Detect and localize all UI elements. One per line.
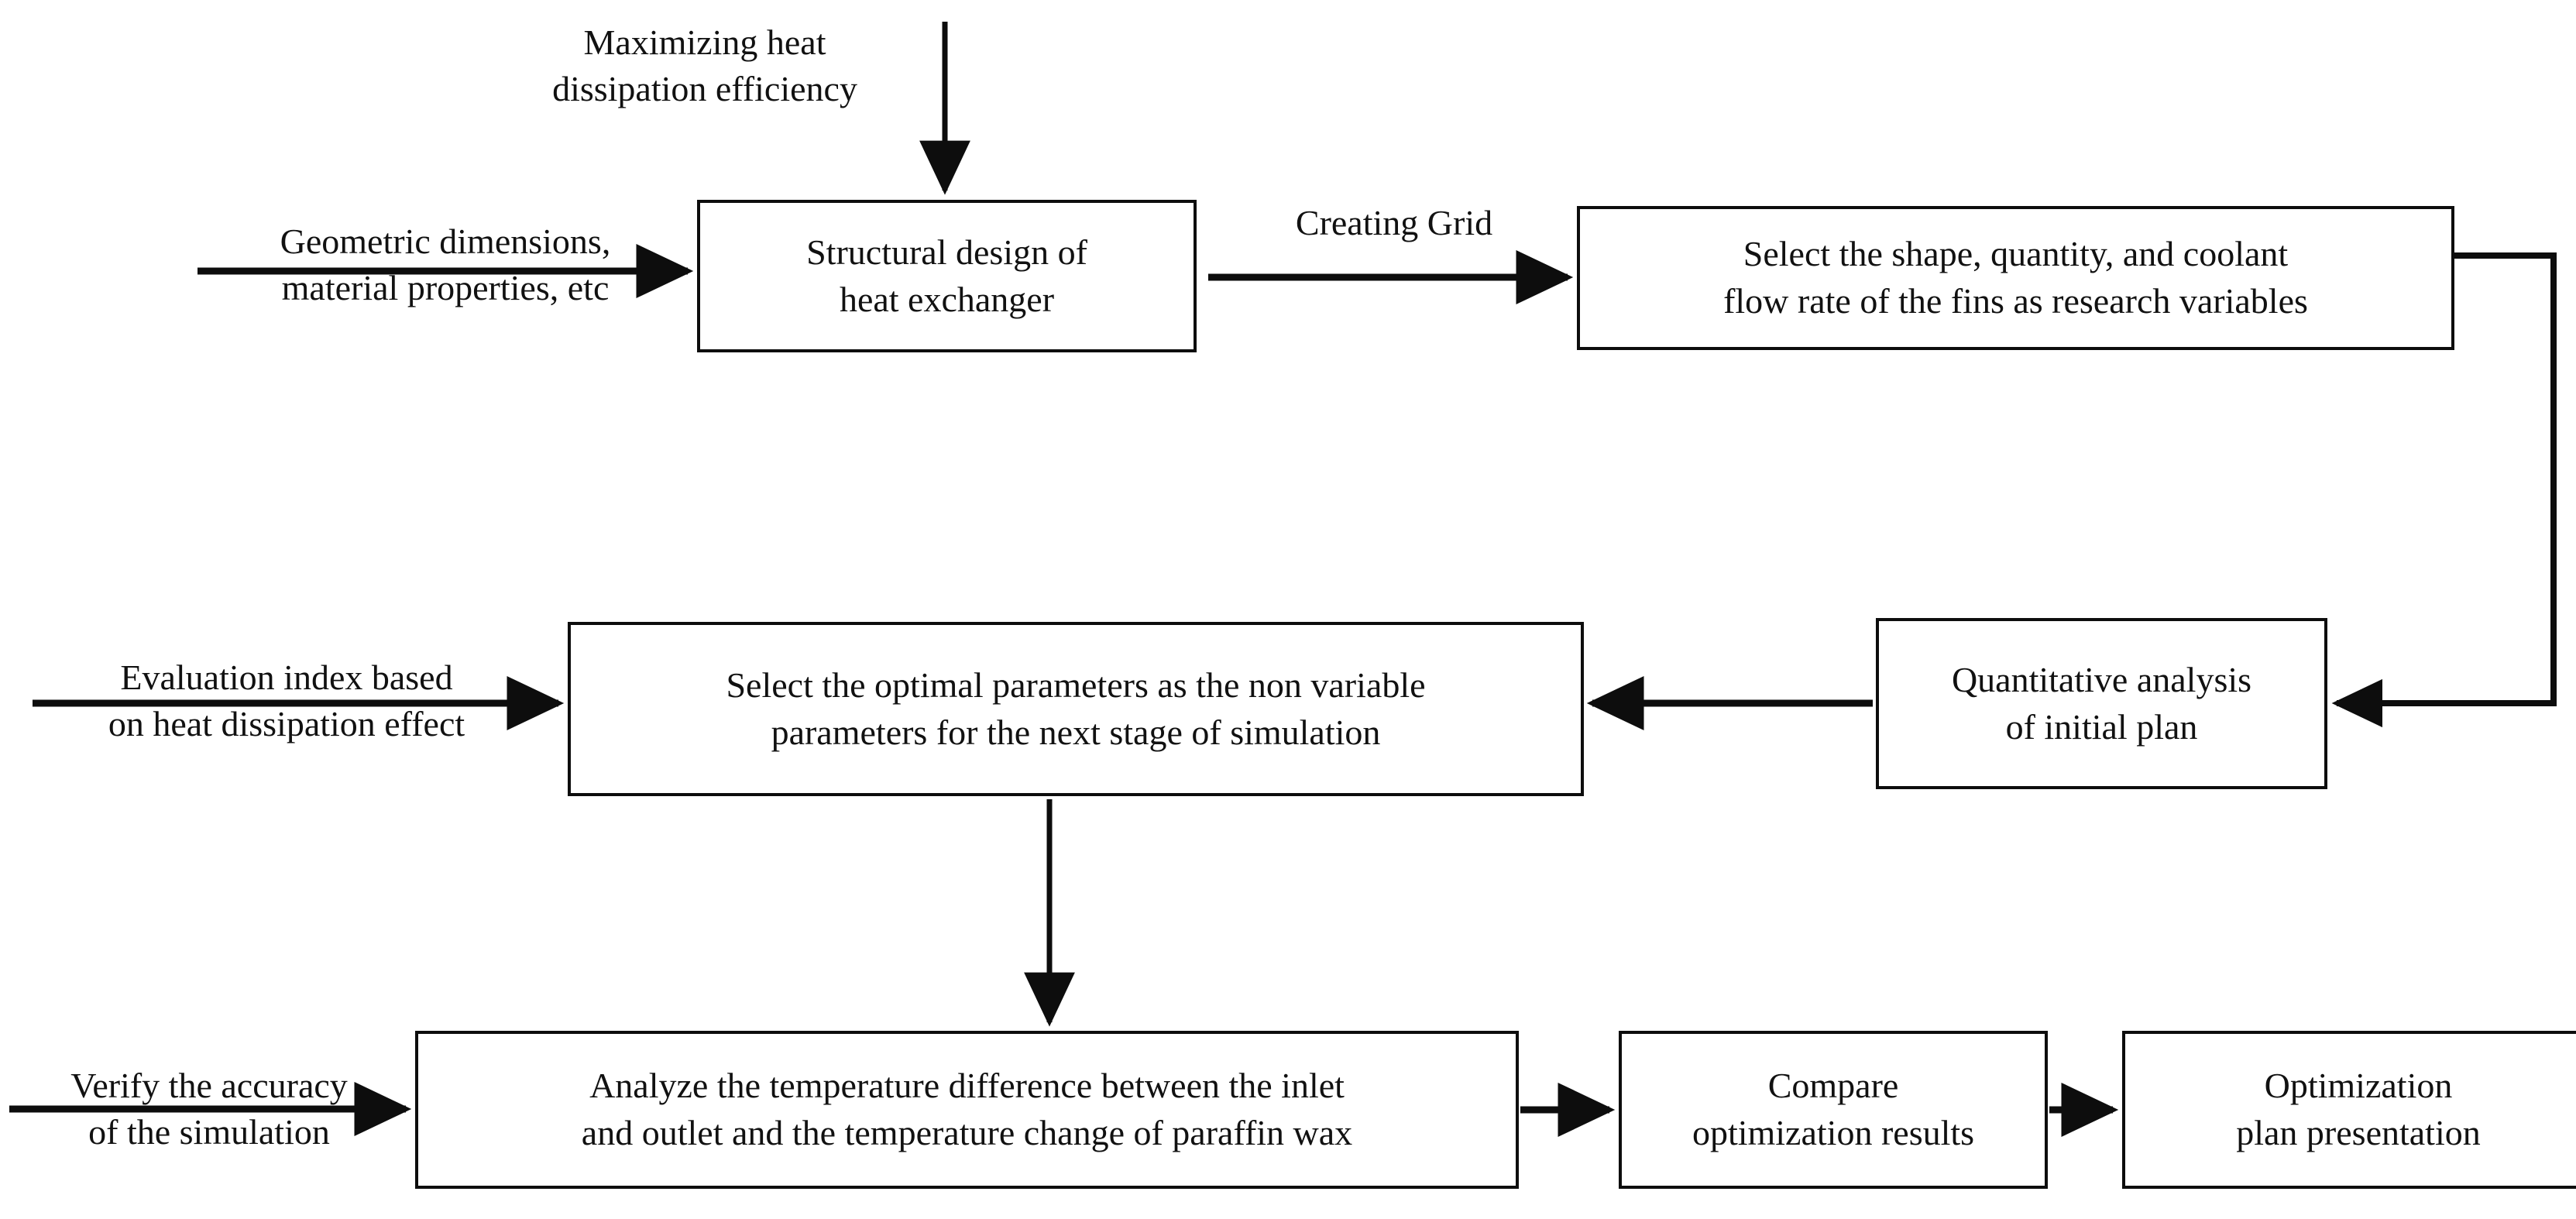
node-quantitative-analysis-label: Quantitative analysis of initial plan bbox=[1951, 659, 2252, 747]
edge-label-creating-grid: Creating Grid bbox=[1295, 203, 1493, 242]
node-select-optimal-parameters-label: Select the optimal parameters as the non… bbox=[726, 664, 1426, 752]
node-select-optimal-parameters[interactable]: Select the optimal parameters as the non… bbox=[568, 622, 1584, 796]
node-analyze-temperature[interactable]: Analyze the temperature difference betwe… bbox=[415, 1031, 1519, 1189]
node-analyze-temperature-label: Analyze the temperature difference betwe… bbox=[581, 1066, 1353, 1152]
node-optimization-plan[interactable]: Optimization plan presentation bbox=[2122, 1031, 2576, 1189]
node-quantitative-analysis[interactable]: Quantitative analysis of initial plan bbox=[1876, 618, 2327, 789]
node-compare-results-label: Compare optimization results bbox=[1692, 1066, 1975, 1152]
node-structural-design[interactable]: Structural design of heat exchanger bbox=[697, 200, 1197, 352]
edge-label-evaluation-index: Evaluation index based on heat dissipati… bbox=[108, 658, 465, 743]
node-optimization-plan-label: Optimization plan presentation bbox=[2236, 1066, 2481, 1152]
edge-label-verify-accuracy: Verify the accuracy of the simulation bbox=[70, 1066, 348, 1152]
node-compare-results[interactable]: Compare optimization results bbox=[1619, 1031, 2048, 1189]
node-select-variables-label: Select the shape, quantity, and coolant … bbox=[1723, 234, 2308, 321]
node-select-variables[interactable]: Select the shape, quantity, and coolant … bbox=[1577, 206, 2454, 350]
node-structural-design-label: Structural design of heat exchanger bbox=[806, 232, 1087, 319]
edge-label-maximizing-heat: Maximizing heat dissipation efficiency bbox=[552, 22, 857, 108]
edge-label-geometric-dimensions: Geometric dimensions, material propertie… bbox=[280, 221, 611, 307]
